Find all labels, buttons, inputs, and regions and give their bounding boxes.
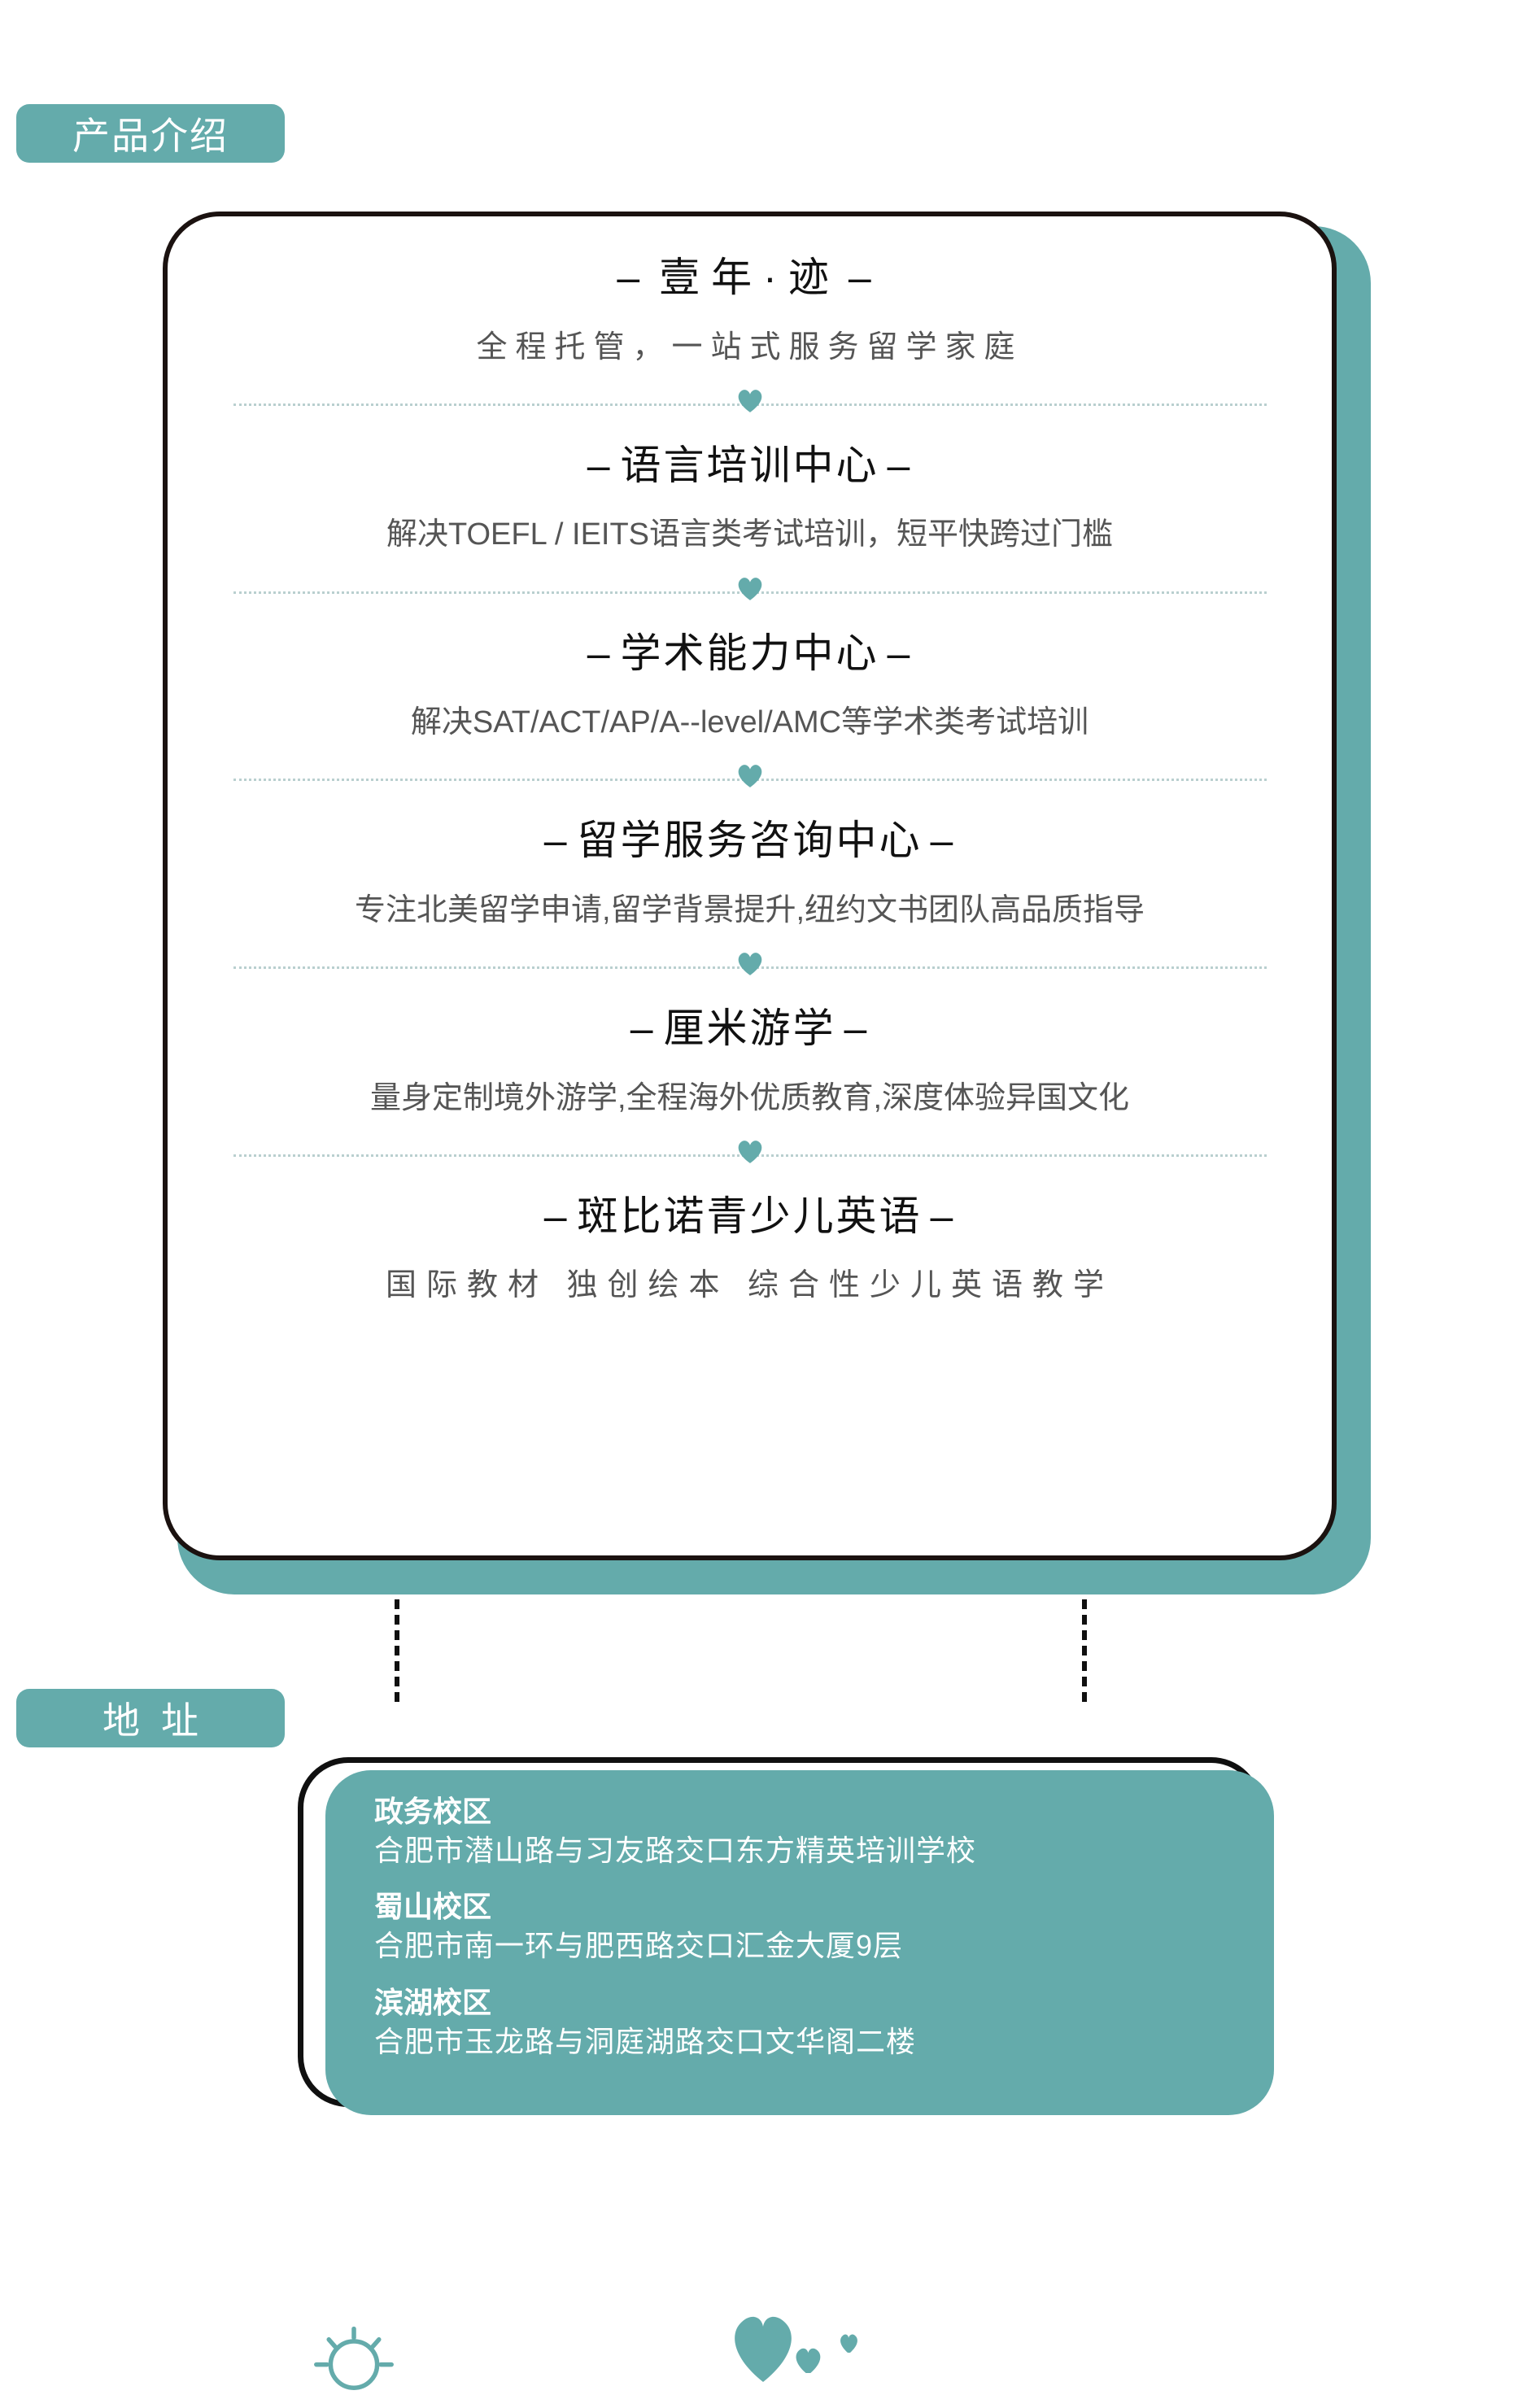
product-title-text: 语言培训中心: [620, 442, 879, 488]
title-dash-left: –: [587, 630, 613, 676]
product-list: –壹年·迹–全程托管，一站式服务留学家庭–语言培训中心–解决TOEFL / IE…: [168, 216, 1332, 1307]
campus-name: 政务校区: [374, 1795, 492, 1828]
heart-icon: [736, 949, 764, 977]
sun-icon: [309, 2314, 399, 2404]
product-title: –语言培训中心–: [220, 438, 1280, 494]
address-item: 滨湖校区合肥市玉龙路与洞庭湖路交口文华阁二楼: [374, 1984, 1250, 2061]
campus-name: 蜀山校区: [374, 1890, 492, 1924]
product-title: –壹年·迹–: [220, 251, 1280, 306]
heart-icon: [736, 574, 764, 602]
campus-location: 合肥市潜山路与习友路交口东方精英培训学校: [374, 1833, 977, 1867]
campus-location: 合肥市玉龙路与洞庭湖路交口文华阁二楼: [374, 2024, 917, 2058]
title-dash-left: –: [630, 1006, 656, 1052]
section-divider: [233, 931, 1267, 1001]
section-badge-address-label: 地址: [103, 1699, 220, 1742]
address-card-container: 政务校区合肥市潜山路与习友路交口东方精英培训学校蜀山校区合肥市南一环与肥西路交口…: [298, 1757, 1274, 2123]
product-title-text: 留学服务咨询中心: [577, 818, 923, 864]
section-badge-address: 地址: [16, 1689, 285, 1747]
title-dash-left: –: [617, 255, 652, 300]
product-item: –留学服务咨询中心– 专注北美留学申请,留学背景提升,纽约文书团队高品质指导: [220, 814, 1280, 931]
heart-icon: [736, 761, 764, 789]
product-item: –斑比诺青少儿英语– 国际教材 独创绘本 综合性少儿英语教学: [220, 1189, 1280, 1307]
title-dash-left: –: [543, 1193, 569, 1239]
section-divider: [233, 1119, 1267, 1189]
section-badge-product-label: 产品介绍: [72, 115, 229, 157]
product-subtitle: 全程托管，一站式服务留学家庭: [476, 329, 1023, 364]
product-item: –语言培训中心– 解决TOEFL / IEITS语言类考试培训，短平快跨过门槛: [220, 438, 1280, 556]
title-dash-right: –: [930, 1193, 956, 1239]
product-subtitle: 解决TOEFL / IEITS语言类考试培训，短平快跨过门槛: [386, 517, 1114, 552]
product-title: –斑比诺青少儿英语–: [220, 1189, 1280, 1245]
product-subtitle: 解决SAT/ACT/AP/A--level/AMC等学术类考试培训: [410, 705, 1089, 740]
address-list: 政务校区合肥市潜山路与习友路交口东方精英培训学校蜀山校区合肥市南一环与肥西路交口…: [374, 1793, 1250, 2079]
title-dash-right: –: [930, 818, 956, 864]
product-title: –厘米游学–: [220, 1001, 1280, 1057]
title-dash-right: –: [887, 630, 913, 676]
product-title-text: 厘米游学: [663, 1006, 836, 1052]
section-divider: [233, 369, 1267, 438]
heart-icon: [736, 386, 764, 414]
address-item: 政务校区合肥市潜山路与习友路交口东方精英培训学校: [374, 1793, 1250, 1870]
product-item: –厘米游学– 量身定制境外游学,全程海外优质教育,深度体验异国文化: [220, 1001, 1280, 1119]
title-dash-left: –: [587, 442, 613, 488]
address-card-fill: [325, 1770, 1274, 2115]
section-badge-product: 产品介绍: [16, 104, 285, 163]
campus-name: 滨湖校区: [374, 1985, 492, 2019]
product-card-container: –壹年·迹–全程托管，一站式服务留学家庭–语言培训中心–解决TOEFL / IE…: [163, 212, 1371, 1594]
title-dash-left: –: [543, 818, 569, 864]
address-item: 蜀山校区合肥市南一环与肥西路交口汇金大厦9层: [374, 1888, 1250, 1965]
product-card: –壹年·迹–全程托管，一站式服务留学家庭–语言培训中心–解决TOEFL / IE…: [163, 212, 1337, 1560]
product-subtitle: 专注北美留学申请,留学背景提升,纽约文书团队高品质指导: [354, 892, 1145, 927]
title-dash-right: –: [887, 442, 913, 488]
campus-location: 合肥市南一环与肥西路交口汇金大厦9层: [374, 1929, 904, 1963]
heart-icon: [736, 1137, 764, 1165]
product-title: –学术能力中心–: [220, 626, 1280, 682]
product-title-text: 学术能力中心: [620, 630, 879, 676]
product-item: –壹年·迹– 全程托管，一站式服务留学家庭: [220, 251, 1280, 369]
title-dash-right: –: [848, 255, 883, 300]
product-item: –学术能力中心– 解决SAT/ACT/AP/A--level/AMC等学术类考试培…: [220, 626, 1280, 744]
hearts-icon: [724, 2301, 879, 2390]
product-subtitle: 国际教材 独创绘本 综合性少儿英语教学: [385, 1268, 1115, 1303]
product-title: –留学服务咨询中心–: [220, 814, 1280, 869]
product-title-text: 壹年·迹: [659, 255, 840, 300]
connector-line-left: [395, 1599, 399, 1702]
title-dash-right: –: [844, 1006, 870, 1052]
product-title-text: 斑比诺青少儿英语: [577, 1193, 923, 1239]
section-divider: [233, 744, 1267, 814]
connector-line-right: [1082, 1599, 1087, 1702]
section-divider: [233, 556, 1267, 626]
product-subtitle: 量身定制境外游学,全程海外优质教育,深度体验异国文化: [369, 1080, 1130, 1115]
